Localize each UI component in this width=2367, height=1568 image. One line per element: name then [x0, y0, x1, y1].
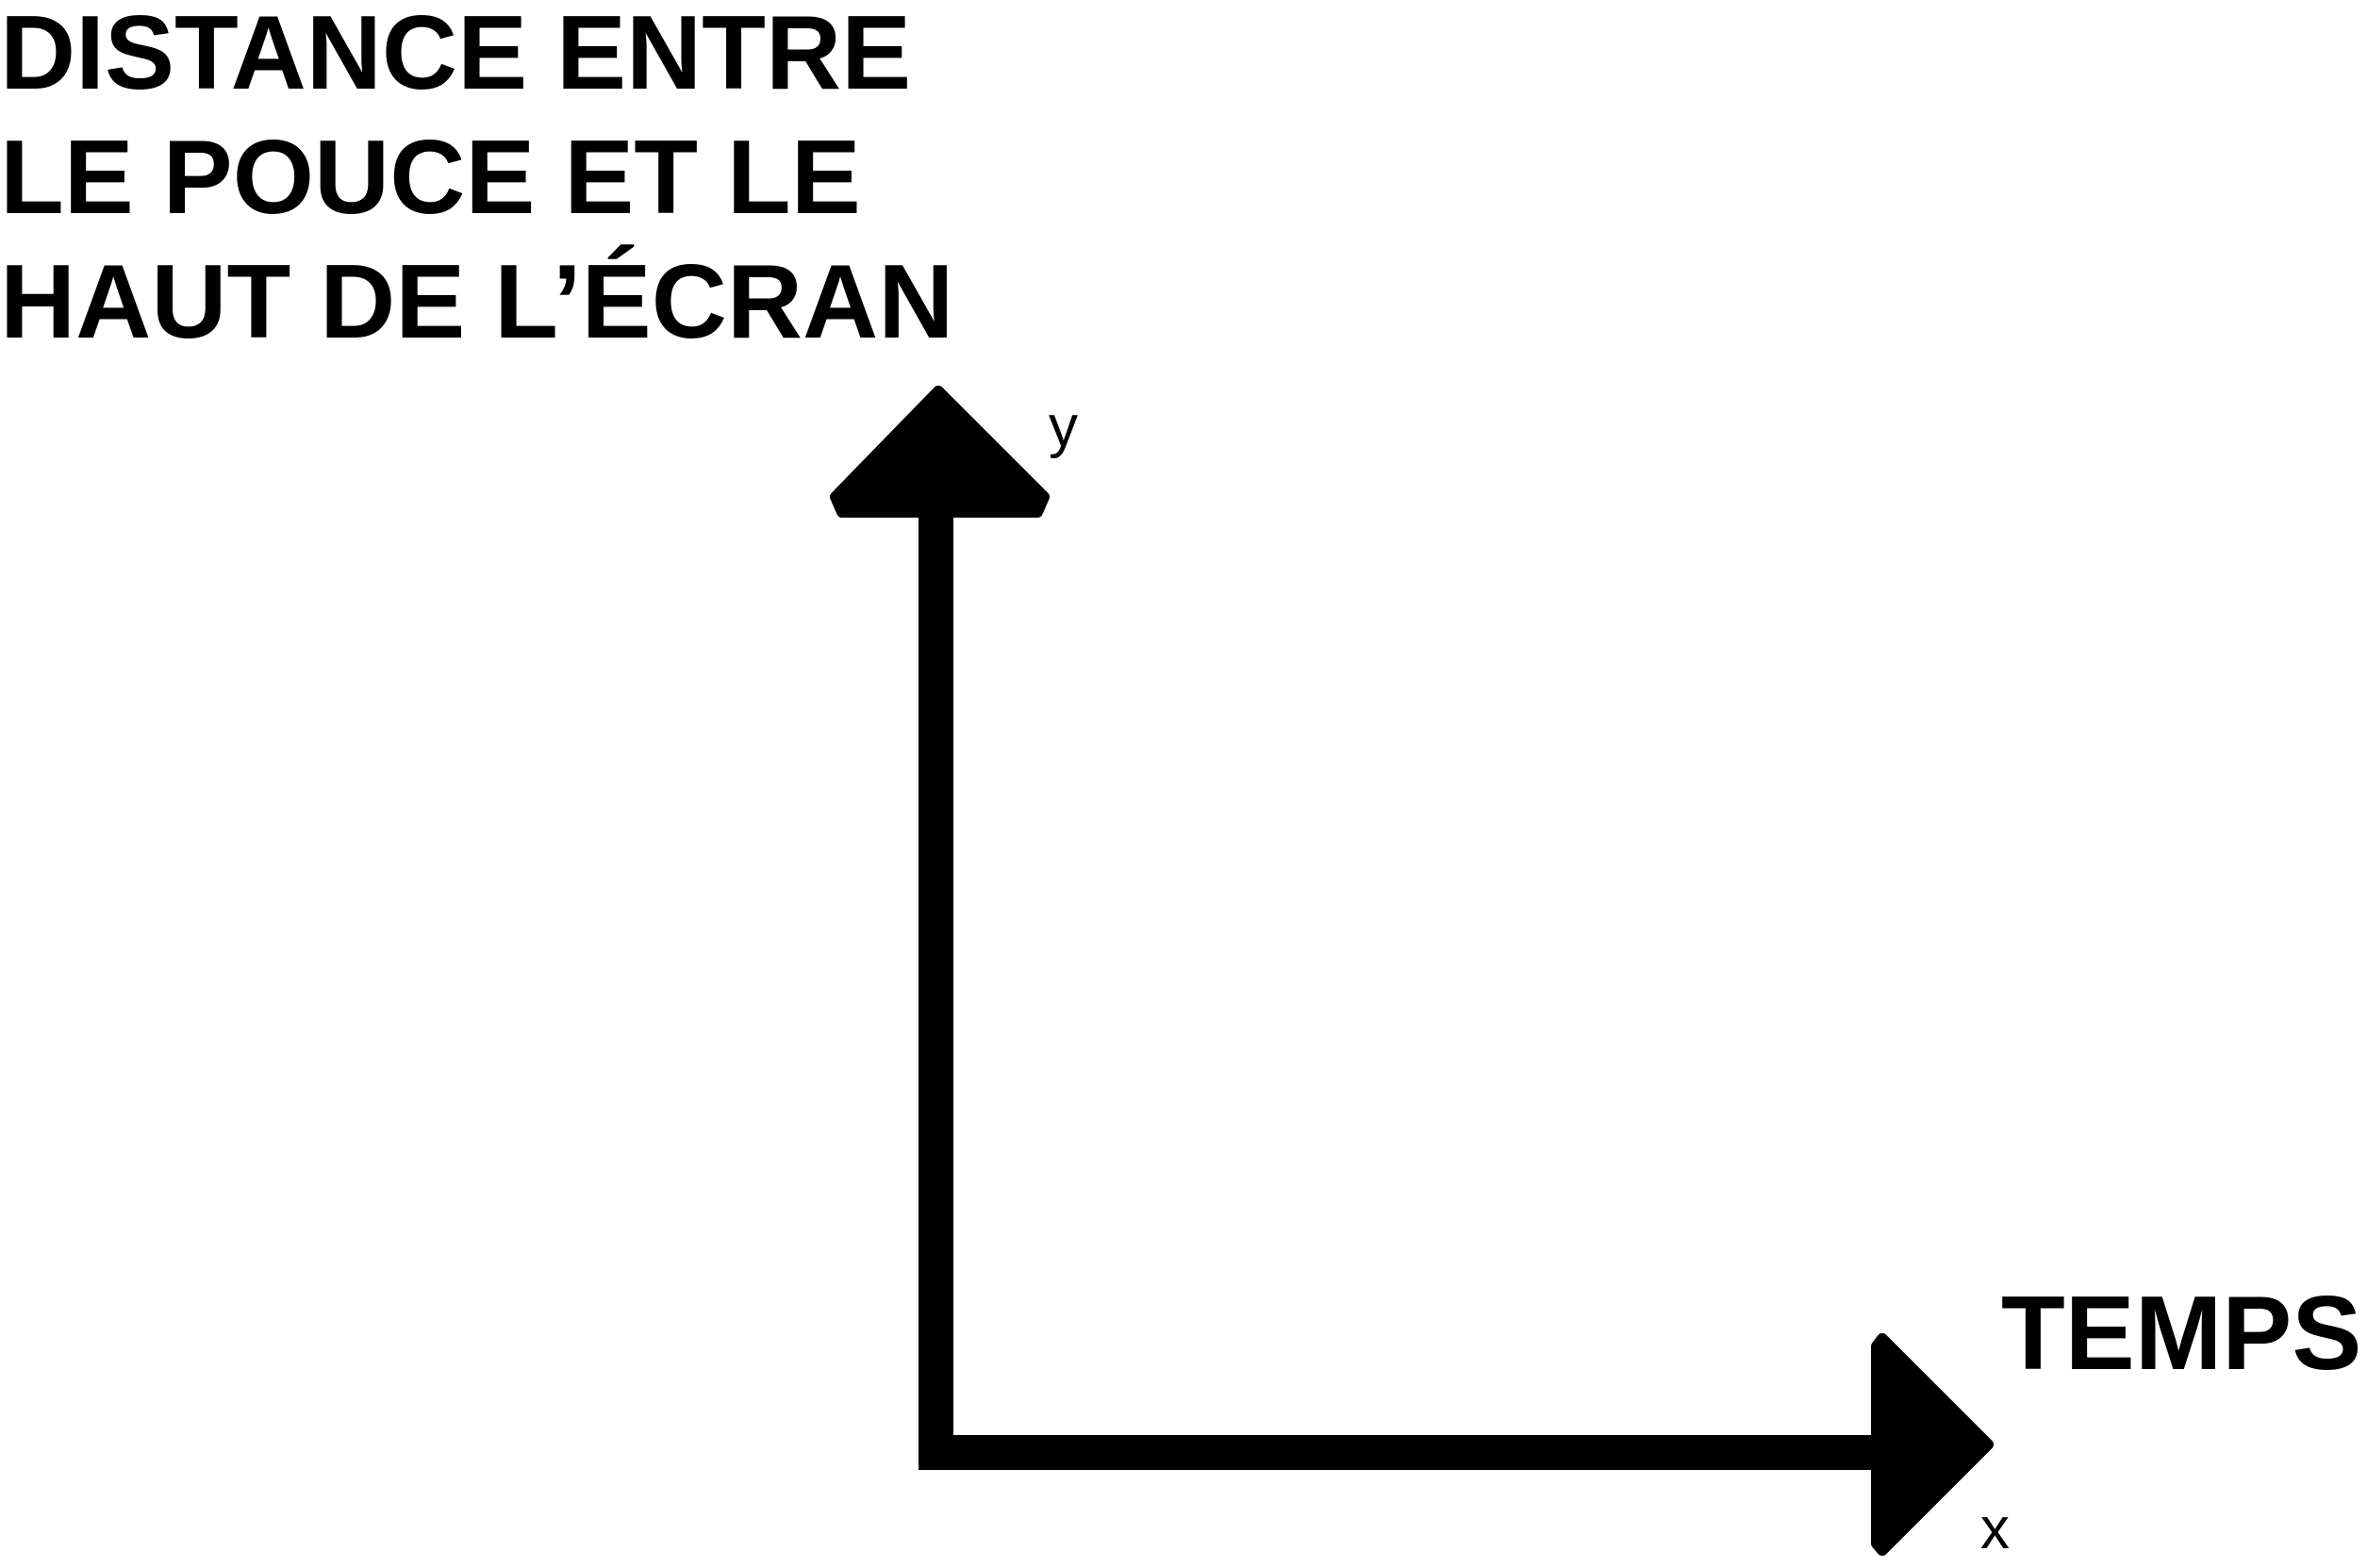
x-axis-letter: x [1980, 1496, 2010, 1561]
y-axis-letter: y [1049, 394, 1078, 459]
y-axis-title: DISTANCE ENTRE LE POUCE ET LE HAUT DE L’… [0, 0, 953, 364]
x-axis [919, 1333, 1994, 1556]
y-axis-title-line-1: DISTANCE ENTRE [0, 0, 912, 111]
y-axis-arrowhead [830, 386, 1050, 518]
x-axis-title: TEMPS [2001, 1275, 2362, 1392]
y-axis [830, 386, 1050, 1468]
y-axis-title-line-2: LE POUCE ET LE [0, 119, 861, 236]
y-axis-line [919, 504, 953, 1468]
x-axis-line [919, 1435, 1877, 1470]
x-axis-arrowhead [1871, 1333, 1994, 1556]
y-axis-title-line-3: HAUT DE L’ÉCRAN [0, 243, 954, 360]
